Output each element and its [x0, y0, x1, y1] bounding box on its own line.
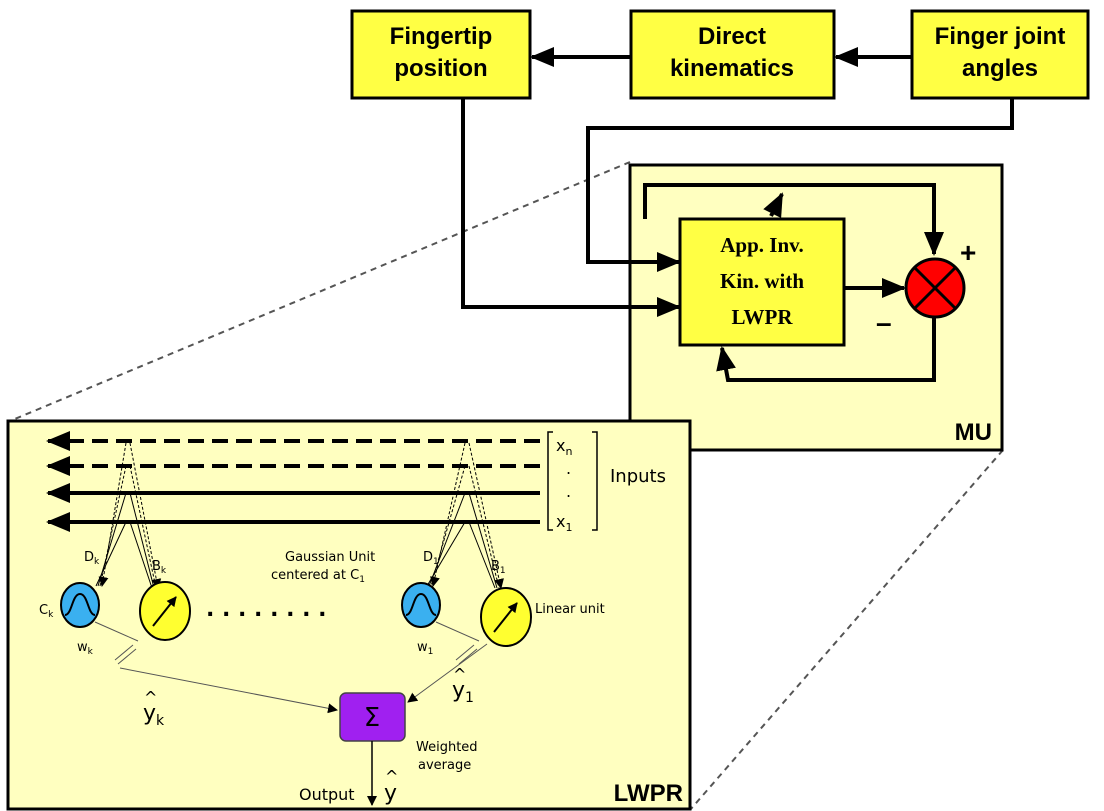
- left-fan-lines: [95, 442, 162, 589]
- mu-label: MU: [955, 419, 992, 446]
- label-d-k: Dk: [84, 550, 100, 567]
- inverse-kinematics-line3: LWPR: [731, 305, 793, 329]
- mu-input-connections: [461, 98, 1014, 317]
- gaussian-unit-1: [401, 582, 441, 628]
- weight-1-tick-a: [455, 644, 475, 661]
- linear-unit-caption: Linear unit: [535, 602, 605, 617]
- input-xn: xn: [556, 436, 572, 458]
- fingertip-position-block: Fingertip position: [350, 9, 532, 100]
- label-w-1: w1: [417, 640, 433, 657]
- inverse-kinematics-block: App. Inv. Kin. with LWPR: [678, 217, 846, 347]
- comparator: + –: [876, 237, 976, 338]
- feedback-top-line: [643, 183, 944, 256]
- left-fan-d-1: [98, 442, 127, 587]
- label-c-k: Ck: [39, 603, 54, 620]
- right-fan-d-2: [430, 465, 466, 587]
- left-fan-d-4: [95, 521, 127, 587]
- sum-unit: Σ Weighted average: [339, 692, 478, 773]
- gaussian-unit-caption-line1: Gaussian Unit: [285, 550, 375, 565]
- right-fan-b-4: [468, 521, 496, 589]
- lwpr-label: LWPR: [614, 780, 683, 807]
- prediction-labels: yk ^ y1 ^: [143, 665, 474, 729]
- weighted-average-line1: Weighted: [416, 740, 478, 755]
- output: Output y ^: [299, 741, 398, 806]
- yk-to-sum-line: [119, 667, 338, 714]
- input-x1: x1: [556, 512, 572, 534]
- error-feedback-line: [716, 318, 936, 382]
- weight-k-tick-a: [114, 644, 134, 661]
- finger-joint-angles-block: Finger joint angles: [910, 9, 1090, 100]
- right-fan-b-3: [468, 492, 498, 589]
- linear-unit-k: [139, 581, 191, 641]
- right-fan-d-4: [426, 521, 466, 587]
- y1-to-sum-line: [407, 643, 488, 703]
- inverse-kinematics-line2: Kin. with: [720, 269, 804, 293]
- learning-arrow: [763, 192, 784, 219]
- fingertip-position-box: [350, 9, 532, 100]
- linear-k-gauge-icon: [152, 596, 177, 627]
- yhat-1-label: y1: [452, 678, 474, 706]
- weight-k-line: [94, 621, 139, 642]
- aggregation-lines: [94, 621, 488, 714]
- zoom-line-bottom: [689, 449, 1004, 811]
- input-dot-2: .: [566, 482, 571, 501]
- joints-feedback-line: [586, 98, 1014, 272]
- input-bracket-left: [547, 431, 553, 531]
- input-bracket-right: [592, 431, 598, 531]
- gaussian-k-bell-icon: [64, 592, 96, 616]
- mu-internal-connections: [643, 183, 944, 382]
- weight-k-tick-b: [117, 648, 137, 665]
- label-b-1: B1: [491, 559, 506, 576]
- yhat-output-label: y: [384, 781, 397, 806]
- label-w-k: wk: [77, 640, 94, 657]
- input-dot-1: .: [566, 459, 571, 478]
- yhat-1-hat: ^: [453, 665, 466, 684]
- input-vector: xn . . x1 Inputs: [547, 431, 666, 534]
- left-fan-d-3: [97, 492, 127, 587]
- right-fan-d-3: [428, 492, 466, 587]
- gaussian-unit-caption-line2: centered at C1: [271, 568, 365, 585]
- output-label: Output: [299, 785, 355, 804]
- gaussian-unit-k: [60, 582, 100, 628]
- weight-1-line: [435, 621, 480, 642]
- gaussian-unit-1-circle: [401, 582, 441, 628]
- direct-kinematics-line2: kinematics: [670, 55, 794, 82]
- units-ellipsis: . . . . . . . .: [206, 597, 326, 622]
- yhat-k-label: yk: [143, 701, 165, 729]
- gaussian-1-bell-icon: [405, 592, 437, 616]
- left-fan-b-3: [129, 492, 155, 589]
- sigma-icon: Σ: [364, 703, 380, 733]
- inverse-kinematics-box: [678, 217, 846, 347]
- finger-joint-angles-line2: angles: [962, 55, 1038, 82]
- fingertip-feedback-line: [461, 98, 681, 317]
- linear-unit-1: [480, 587, 532, 647]
- direct-kinematics-line1: Direct: [698, 23, 766, 50]
- weight-1-tick-b: [458, 648, 478, 665]
- comparator-minus-sign: –: [876, 307, 892, 338]
- weighted-average-line2: average: [418, 758, 471, 773]
- fingertip-position-line2: position: [394, 55, 487, 82]
- inputs-label: Inputs: [610, 466, 666, 487]
- unit-labels: Dk Bk Ck wk D1 B1 w1 Gaussian Unit cente…: [39, 550, 605, 657]
- left-fan-b-4: [129, 521, 153, 589]
- comparator-cross-b: [913, 266, 957, 310]
- gaussian-unit-k-circle: [60, 582, 100, 628]
- right-fan-b-2: [468, 465, 500, 589]
- left-fan-b-2: [129, 465, 157, 589]
- yhat-output-hat: ^: [385, 767, 398, 786]
- yhat-k-hat: ^: [144, 688, 157, 707]
- finger-joint-angles-line1: Finger joint: [935, 23, 1066, 50]
- comparator-plus-sign: +: [960, 237, 976, 268]
- zoom-line-top: [9, 161, 631, 422]
- fingertip-position-line1: Fingertip: [390, 23, 493, 50]
- direct-kinematics-block: Direct kinematics: [629, 9, 836, 100]
- inverse-kinematics-line1: App. Inv.: [720, 233, 803, 257]
- linear-1-gauge-icon: [493, 602, 518, 633]
- label-d-1: D1: [423, 550, 439, 567]
- label-b-k: Bk: [152, 559, 167, 576]
- finger-joint-angles-box: [910, 9, 1090, 100]
- zoom-lines: [9, 161, 1004, 811]
- right-fan-lines: [426, 442, 504, 589]
